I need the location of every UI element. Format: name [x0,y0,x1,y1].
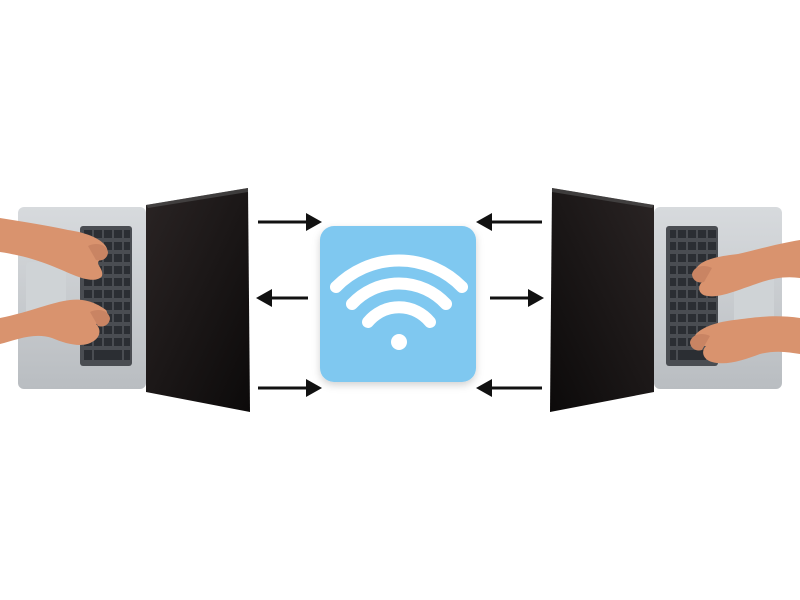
arrow-right-icon [258,379,322,397]
left-hands [0,218,110,345]
left-laptop-screen [146,188,250,412]
right-laptop [550,188,800,412]
arrow-left-icon [476,213,542,231]
right-laptop-screen [550,188,654,412]
arrow-right-icon [258,213,322,231]
right-hands [690,240,800,364]
arrow-left-icon [256,289,308,307]
left-laptop [0,188,250,412]
wifi-icon [330,254,468,350]
arrow-right-icon [490,289,544,307]
arrow-left-icon [476,379,542,397]
